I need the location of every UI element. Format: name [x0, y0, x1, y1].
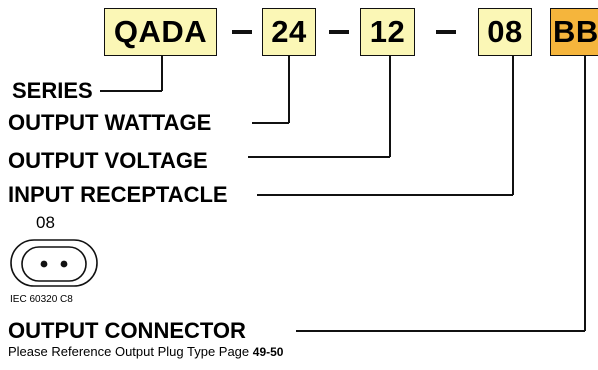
leader-line-voltage [248, 156, 390, 158]
note-pages: 49-50 [252, 345, 284, 359]
separator-dash [436, 30, 456, 34]
iec-c8-receptacle-icon [9, 238, 101, 290]
label-series: SERIES [12, 78, 93, 103]
leader-line-series-vertical [161, 56, 163, 91]
leader-line-wattage [252, 122, 289, 124]
leader-line-voltage-vertical [389, 56, 391, 157]
input-code-box: 08 [478, 8, 532, 56]
leader-line-input [257, 194, 513, 196]
leader-line-wattage-vertical [288, 56, 290, 123]
output-plug-note: Please Reference Output Plug Type Page 4… [8, 344, 283, 359]
receptacle-code: 08 [36, 213, 55, 232]
wattage-code-box: 24 [262, 8, 316, 56]
series-code-box: QADA [104, 8, 217, 56]
receptacle-standard: IEC 60320 C8 [10, 294, 73, 305]
label-output-connector: OUTPUT CONNECTOR [8, 318, 246, 343]
output-code-box: BB [550, 8, 598, 56]
label-output-wattage: OUTPUT WATTAGE [8, 110, 212, 135]
separator-dash [232, 30, 252, 34]
leader-line-output [296, 330, 585, 332]
leader-line-series [100, 90, 162, 92]
note-text: Please Reference Output Plug Type Page [8, 344, 253, 359]
leader-line-input-vertical [512, 56, 514, 195]
voltage-code-box: 12 [360, 8, 415, 56]
label-output-voltage: OUTPUT VOLTAGE [8, 148, 208, 173]
separator-dash [329, 30, 349, 34]
label-input-receptacle: INPUT RECEPTACLE [8, 182, 228, 207]
leader-line-output-vertical [584, 56, 586, 331]
